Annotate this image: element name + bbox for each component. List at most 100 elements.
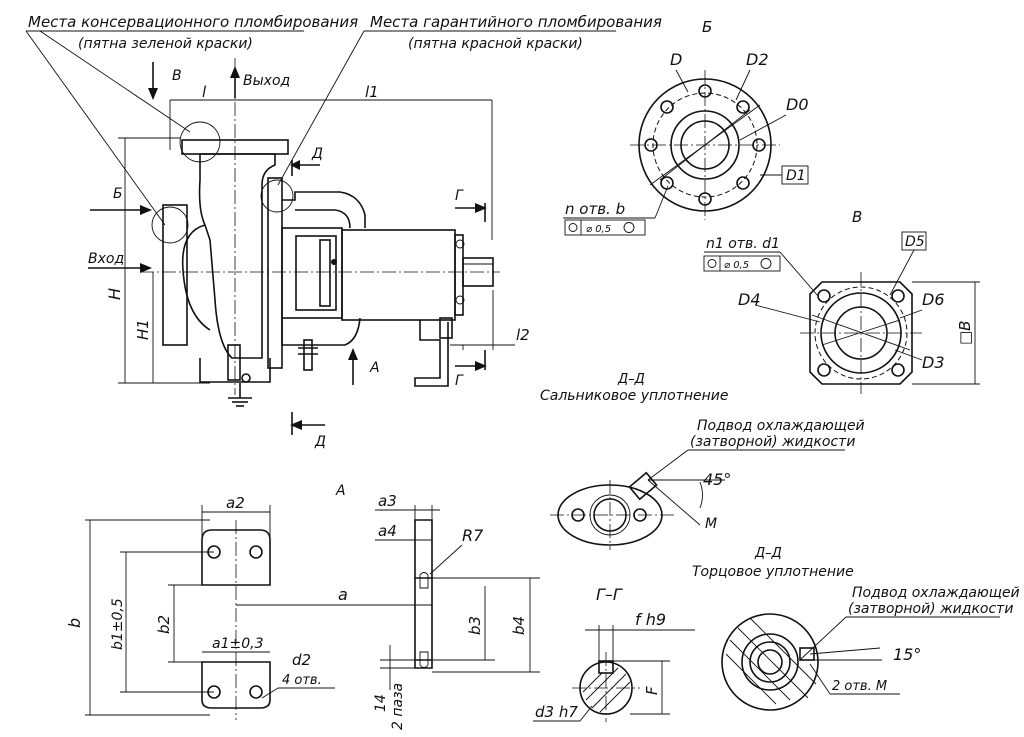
- hole: [249, 545, 263, 559]
- seal-circle: [151, 206, 189, 244]
- mmc-icon: [623, 222, 635, 233]
- inlet-nozzle: [181, 224, 211, 331]
- leader-line: [735, 69, 751, 101]
- two-holes-M: 2 отв. М: [832, 679, 887, 694]
- arrowhead: [290, 160, 300, 170]
- dim-14: 14: [373, 694, 389, 712]
- dim-line: [647, 479, 701, 526]
- arrowhead: [348, 348, 358, 360]
- position-icon: [707, 259, 717, 268]
- dim-D: D: [670, 50, 682, 69]
- arrowhead: [140, 263, 152, 273]
- thread-M: М: [705, 516, 717, 532]
- leader-line: [654, 185, 669, 219]
- dim-a: a: [338, 585, 348, 604]
- dim-R7: R7: [462, 526, 484, 545]
- bolt: [241, 373, 251, 383]
- leader-line: [261, 687, 279, 699]
- bearing-cover: [454, 234, 464, 316]
- view-arrow-b-label: Б: [113, 186, 123, 202]
- drip-pan: [281, 317, 361, 346]
- view-a-title: А: [335, 483, 346, 499]
- warranty-seal-label: Места гарантийного пломбирования: [370, 13, 662, 31]
- arrowhead: [475, 203, 487, 213]
- arrowhead: [148, 88, 158, 100]
- gland-seal-section: [550, 471, 675, 550]
- leader-line: [429, 544, 463, 575]
- dim-H-label: H: [105, 288, 124, 300]
- foot-side-profile: [414, 519, 433, 669]
- bearing-housing: [341, 229, 456, 321]
- dim-D3: D3: [922, 353, 945, 372]
- dim-H1-label: H1: [134, 319, 152, 340]
- leader-line: [894, 349, 923, 361]
- hole: [249, 685, 263, 699]
- conservation-seal-note: (пятна зеленой краски): [78, 36, 253, 52]
- mech-seal-label: Торцовое уплотнение: [692, 564, 854, 580]
- dim-a2: a2: [226, 494, 245, 512]
- angle-15: 15°: [893, 645, 921, 664]
- leader-line: [889, 249, 915, 296]
- dd-title-1: Д–Д: [617, 372, 645, 387]
- seal-circle: [260, 179, 294, 213]
- tolerance-d1: ⌀ 0,5: [724, 260, 749, 271]
- dim-a3: a3: [378, 492, 397, 510]
- shaft-key-section: [572, 652, 640, 722]
- tolerance-b: ⌀ 0,5: [586, 224, 611, 235]
- view-arrow-a-label: А: [369, 360, 380, 376]
- dim-b4: b4: [510, 616, 528, 635]
- dim-square-B: □B: [956, 321, 974, 345]
- dim-D6: D6: [922, 290, 945, 309]
- leader-line: [779, 251, 819, 297]
- dim-D0: D0: [786, 95, 809, 114]
- arrowhead: [475, 361, 487, 371]
- dim-D2: D2: [746, 50, 769, 69]
- view-b-title: Б: [702, 18, 712, 36]
- leader-line: [675, 69, 689, 93]
- angle-45: 45°: [703, 470, 731, 489]
- drain-nipple: [303, 339, 313, 371]
- dim-D5: D5: [905, 234, 925, 250]
- coolant-2b: (затворной) жидкости: [848, 601, 1013, 617]
- dim-b2: b2: [155, 615, 173, 634]
- foot-pad-bottom: [201, 661, 271, 709]
- cooling-pipe: [282, 191, 366, 228]
- mech-seal-section: [721, 613, 819, 711]
- coupling: [319, 239, 331, 307]
- dim-a4: a4: [378, 522, 397, 540]
- inlet-label: Вход: [88, 251, 124, 267]
- dim-d2: d2: [292, 651, 311, 669]
- lantern: [281, 227, 343, 319]
- leader-line: [754, 304, 821, 323]
- coolant-1b: (затворной) жидкости: [690, 434, 855, 450]
- volute-casing: [198, 153, 276, 359]
- leader-line: [809, 663, 831, 695]
- round-flange-view: [630, 70, 780, 220]
- dim-f-h9: f h9: [635, 610, 666, 629]
- lantern-window: [295, 235, 337, 311]
- slot: [419, 651, 429, 668]
- coolant-2a: Подвод охлаждающей: [852, 585, 1020, 601]
- leader-line: [579, 705, 593, 722]
- gland-seal-label: Сальниковое уплотнение: [540, 388, 728, 404]
- bracket-plate: [439, 317, 453, 339]
- cooling-pipe-inner: [295, 209, 351, 229]
- support-bracket: [414, 320, 449, 387]
- section-g-top-label: Г: [455, 188, 464, 204]
- view-arrow-v-label: В: [172, 68, 182, 84]
- section-d-top-label: Д: [311, 146, 323, 162]
- coolant-1a: Подвод охлаждающей: [697, 418, 865, 434]
- dim-a1: a1±0,3: [212, 636, 263, 652]
- bolt: [455, 295, 465, 305]
- dim-b1: b1±0,5: [110, 598, 126, 650]
- dim-D1: D1: [786, 168, 806, 184]
- shaft-end: [462, 257, 494, 287]
- dim-d3-h7: d3 h7: [535, 703, 578, 721]
- leader-line: [25, 30, 166, 226]
- inlet-flange: [162, 204, 188, 346]
- dim-b: b: [65, 618, 84, 628]
- mmc-icon: [760, 258, 772, 269]
- bolt: [455, 239, 465, 249]
- drain: [227, 344, 241, 381]
